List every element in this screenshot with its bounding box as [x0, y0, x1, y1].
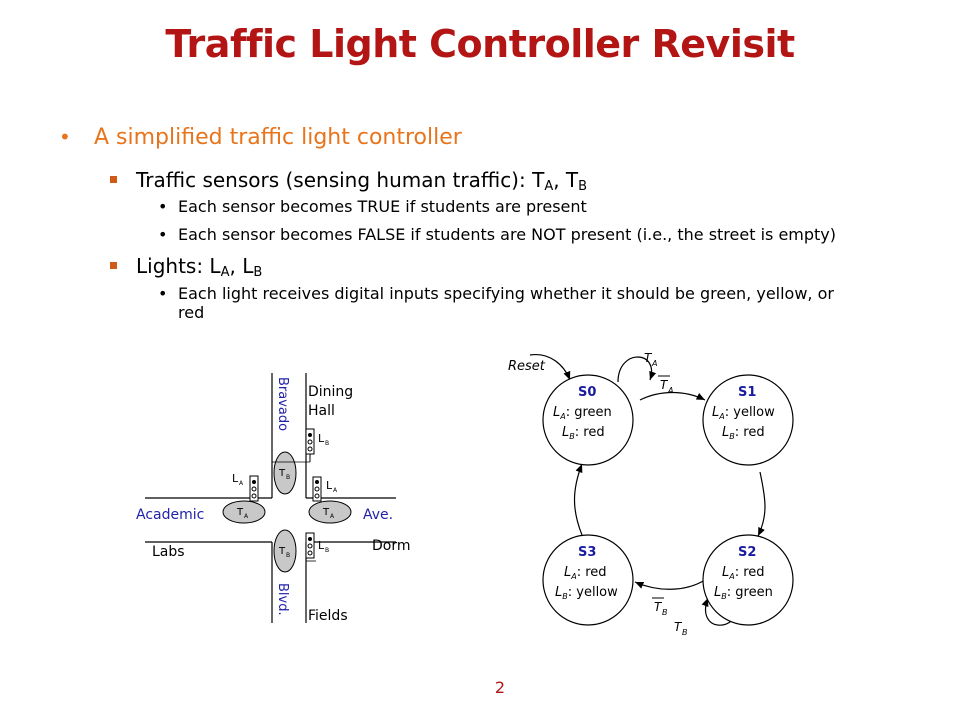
svg-text:B: B [662, 608, 668, 617]
bullet-sensors-text: Traffic sensors (sensing human traffic):… [136, 168, 588, 194]
bullet-square [110, 262, 117, 269]
state-s3: S3 LA: red LB: yellow [542, 534, 634, 626]
svg-text:LA: red: LA: red [564, 565, 607, 581]
svg-text:LB: yellow: LB: yellow [555, 585, 618, 601]
svg-text:T: T [236, 507, 244, 518]
svg-text:T: T [644, 351, 653, 365]
svg-text:A: A [667, 386, 673, 395]
bullet-text: A simplified traffic light controller [94, 125, 462, 150]
svg-text:A: A [244, 513, 249, 520]
area-label-labs: Labs [152, 544, 185, 560]
slide-title: Traffic Light Controller Revisit [165, 22, 795, 66]
traffic-light-la-east: L A [312, 476, 338, 502]
street-label-ave: Ave. [363, 507, 393, 523]
transition-label-not-tb: T B [652, 597, 668, 617]
bullet-lights-text: Lights: LA, LB [136, 254, 263, 280]
traffic-light-lb-south: L B [305, 532, 329, 562]
transition-label-ta: T A [644, 351, 657, 368]
svg-text:T: T [660, 378, 669, 392]
svg-text:B: B [325, 440, 329, 447]
area-label-fields: Fields [308, 608, 348, 624]
sensor-a-west: T A [222, 500, 266, 524]
state-s0: S0 LA: green LB: red [542, 374, 634, 466]
svg-text:T: T [278, 468, 286, 479]
svg-text:T: T [674, 620, 683, 634]
area-label-hall: Hall [308, 403, 335, 419]
svg-text:S0: S0 [578, 385, 596, 400]
street-label-blvd: Blvd. [275, 583, 290, 616]
sensor-a-east: T A [308, 500, 352, 524]
svg-text:LB: red: LB: red [722, 425, 765, 441]
fsm-diagram: Reset S0 LA: green LB: red S1 LA: yellow… [508, 351, 794, 637]
traffic-light-la-west: L A [232, 472, 259, 502]
area-label-dorms: Dorms [372, 538, 410, 554]
svg-text:LA: green: LA: green [553, 405, 612, 421]
bullet-dot: • [59, 125, 71, 149]
svg-text:LA: red: LA: red [722, 565, 765, 581]
svg-text:B: B [286, 474, 290, 481]
svg-text:S2: S2 [738, 545, 756, 560]
sensor-b-north: T B [273, 451, 297, 495]
state-s1: S1 LA: yellow LB: red [702, 374, 794, 466]
state-s2: S2 LA: red LB: green [702, 534, 794, 626]
svg-text:L: L [318, 539, 325, 552]
intersection-map: Bravado Blvd. Academic Ave. Dining Hall … [136, 373, 410, 624]
traffic-light-lb-north: L B [272, 428, 329, 463]
svg-text:LA: yellow: LA: yellow [712, 405, 775, 421]
svg-text:S3: S3 [578, 545, 596, 560]
svg-text:B: B [325, 547, 329, 554]
fsm-reset-label: Reset [508, 359, 546, 374]
svg-text:A: A [330, 513, 335, 520]
area-label-dining: Dining [308, 384, 353, 400]
svg-text:T: T [322, 507, 330, 518]
svg-text:LB: green: LB: green [714, 585, 773, 601]
transition-label-tb: T B [674, 620, 688, 637]
street-label-academic: Academic [136, 507, 204, 523]
svg-text:A: A [333, 487, 338, 494]
svg-text:S1: S1 [738, 385, 756, 400]
svg-text:T: T [278, 546, 286, 557]
svg-text:L: L [232, 472, 239, 485]
bullet-square [110, 176, 117, 183]
svg-text:L: L [326, 479, 333, 492]
svg-text:B: B [682, 628, 688, 637]
svg-text:T: T [654, 600, 663, 614]
street-label-bravado: Bravado [275, 377, 290, 431]
svg-text:A: A [651, 359, 657, 368]
sensor-b-south: T B [273, 529, 297, 573]
svg-text:A: A [239, 480, 244, 487]
svg-text:B: B [286, 552, 290, 559]
svg-text:L: L [318, 432, 325, 445]
transition-label-not-ta: T A [658, 375, 673, 395]
svg-text:LB: red: LB: red [562, 425, 605, 441]
page-number: 2 [494, 678, 506, 697]
